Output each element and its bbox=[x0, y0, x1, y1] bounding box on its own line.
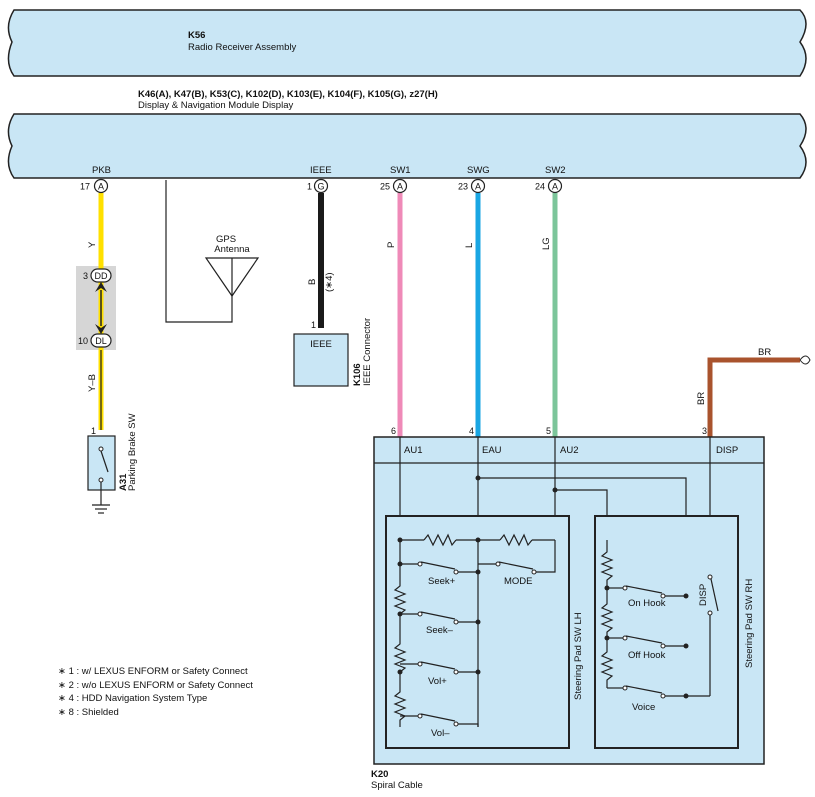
spiral-pin-num-au1: 6 bbox=[391, 426, 396, 436]
spiral-cable-name: Spiral Cable bbox=[371, 780, 423, 791]
junction-arrow-up bbox=[95, 282, 107, 292]
switch-label-voice: Voice bbox=[632, 702, 655, 713]
spiral-pin-num-au2: 5 bbox=[546, 426, 551, 436]
wire-break-mark bbox=[799, 355, 811, 365]
wire-label-ieee: B bbox=[307, 279, 318, 285]
pin-label-ieee: IEEE bbox=[310, 165, 332, 176]
parking-brake-name: Parking Brake SW bbox=[127, 413, 138, 491]
wire-label-disp-vertical: BR bbox=[696, 392, 707, 405]
spiral-cable-code: K20 bbox=[371, 769, 388, 780]
pin-num-pkb: 17 bbox=[80, 182, 90, 192]
steering-rh-name: Steering Pad SW RH bbox=[744, 579, 755, 668]
switch-label-vol-minus: Vol– bbox=[431, 728, 450, 739]
radio-receiver-module: K56 Radio Receiver Assembly bbox=[7, 9, 807, 77]
pin-conn-swg: A bbox=[475, 182, 481, 192]
ieee-connector-code: K106 bbox=[352, 363, 363, 386]
pin-label-swg: SWG bbox=[467, 165, 490, 176]
parking-brake-switch: 1 A31 Parking Brake SW bbox=[87, 413, 138, 514]
wire-label-pkb-lower: Y–B bbox=[87, 374, 98, 392]
pin-conn-pkb: A bbox=[98, 182, 104, 192]
switch-label-disp: DISP bbox=[698, 584, 709, 606]
note-1: ∗ 1 : w/ LEXUS ENFORM or Safety Connect bbox=[58, 666, 248, 677]
junction-arrow-down bbox=[95, 324, 107, 334]
spiral-pin-num-disp: 3 bbox=[702, 426, 707, 436]
switch-label-seek-plus: Seek+ bbox=[428, 576, 456, 587]
display-module bbox=[7, 113, 807, 179]
wire-label-sw1: P bbox=[386, 242, 397, 248]
radio-receiver-name: Radio Receiver Assembly bbox=[188, 42, 296, 53]
note-2: ∗ 2 : w/o LEXUS ENFORM or Safety Connect bbox=[58, 680, 253, 691]
parking-brake-code: A31 bbox=[118, 473, 129, 491]
junction-top-num: 3 bbox=[83, 271, 88, 281]
junction-connector: DD 3 DL 10 bbox=[76, 266, 116, 350]
switch-label-on-hook: On Hook bbox=[628, 598, 666, 609]
wire-label-pkb-upper: Y bbox=[87, 241, 98, 248]
pin-marker-ieee: G 1 bbox=[307, 178, 329, 194]
gps-antenna: GPS Antenna bbox=[165, 180, 260, 323]
note-8: ∗ 8 : Shielded bbox=[58, 707, 119, 718]
switch-label-mode: MODE bbox=[504, 576, 533, 587]
pin-num-sw2: 24 bbox=[535, 182, 545, 192]
switch-label-vol-plus: Vol+ bbox=[428, 676, 447, 687]
spiral-pin-label-eau: EAU bbox=[482, 445, 502, 456]
spiral-pin-num-eau: 4 bbox=[469, 426, 474, 436]
steering-pad-rh: Steering Pad SW RH On Hook Off Hook Voic… bbox=[594, 515, 755, 749]
spiral-pin-label-disp: DISP bbox=[716, 445, 738, 456]
pin-marker-pkb: A 17 bbox=[80, 178, 109, 194]
junction-top-conn: DD bbox=[95, 271, 108, 281]
gps-label-line1: GPS bbox=[216, 234, 236, 245]
note-4: ∗ 4 : HDD Navigation System Type bbox=[58, 693, 207, 704]
pin-conn-sw1: A bbox=[397, 182, 403, 192]
display-module-name: Display & Navigation Module Display bbox=[138, 100, 293, 111]
pin-label-sw2: SW2 bbox=[545, 165, 566, 176]
steering-pad-lh: Steering Pad SW LH Seek+ MODE bbox=[385, 515, 584, 749]
pin-marker-sw2: A 24 bbox=[535, 178, 563, 194]
gps-label-line2: Antenna bbox=[214, 244, 250, 255]
spiral-pin-label-au2: AU2 bbox=[560, 445, 578, 456]
junction-bottom-conn: DL bbox=[95, 336, 107, 346]
display-module-codes: K46(A), K47(B), K53(C), K102(D), K103(E)… bbox=[138, 89, 438, 100]
ieee-connector-pin: 1 bbox=[311, 320, 316, 330]
pin-num-ieee: 1 bbox=[307, 182, 312, 192]
pin-marker-swg: A 23 bbox=[458, 178, 486, 194]
pin-num-sw1: 25 bbox=[380, 182, 390, 192]
wire-label-swg: L bbox=[464, 243, 475, 248]
parking-brake-pin: 1 bbox=[91, 426, 96, 436]
switch-label-off-hook: Off Hook bbox=[628, 650, 666, 661]
junction-bottom-num: 10 bbox=[78, 336, 88, 346]
switch-label-seek-minus: Seek– bbox=[426, 625, 454, 636]
ieee-connector-label: IEEE bbox=[310, 339, 332, 350]
pin-num-swg: 23 bbox=[458, 182, 468, 192]
pin-conn-ieee: G bbox=[317, 182, 324, 192]
steering-lh-name: Steering Pad SW LH bbox=[573, 612, 584, 700]
wire-label-disp-top: BR bbox=[758, 347, 771, 358]
ieee-connector: 1 IEEE K106 IEEE Connector bbox=[293, 318, 373, 387]
radio-receiver-code: K56 bbox=[188, 30, 205, 41]
spiral-pin-label-au1: AU1 bbox=[404, 445, 422, 456]
pin-label-pkb: PKB bbox=[92, 165, 111, 176]
pin-label-sw1: SW1 bbox=[390, 165, 411, 176]
pin-marker-sw1: A 25 bbox=[380, 178, 408, 194]
wire-label-sw2: LG bbox=[541, 237, 552, 250]
wire-label-ieee-note: (∗4) bbox=[324, 272, 335, 292]
ieee-connector-name: IEEE Connector bbox=[362, 318, 373, 386]
pin-conn-sw2: A bbox=[552, 182, 558, 192]
wire-disp-brown bbox=[707, 357, 800, 437]
notes-list: ∗ 1 : w/ LEXUS ENFORM or Safety Connect … bbox=[58, 666, 253, 718]
